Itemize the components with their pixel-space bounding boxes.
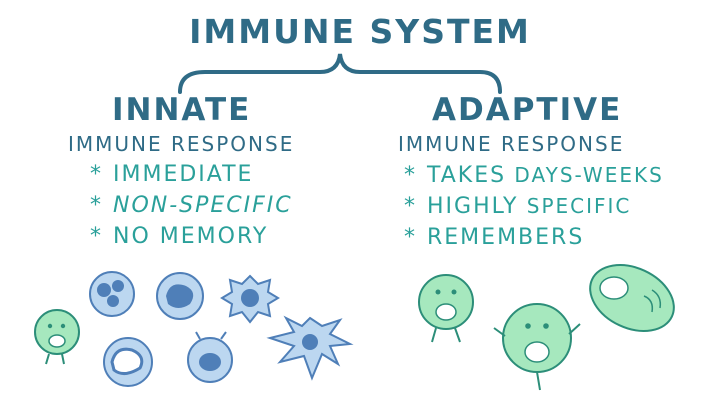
bullet-star: * <box>90 162 103 187</box>
adaptive-subheading: IMMUNE RESPONSE <box>398 132 625 156</box>
innate-bullet-text: NO MEMORY <box>113 224 269 249</box>
title-bracket <box>178 53 502 94</box>
eosinophil-cell-icon <box>156 272 204 320</box>
basophil-cell-icon <box>187 331 233 383</box>
bullet-star: * <box>404 194 417 219</box>
innate-bullet-text: IMMEDIATE <box>113 162 254 187</box>
adaptive-bullet-rest: SPECIFIC <box>518 194 632 218</box>
innate-bullet-2: * NON-SPECIFIC <box>90 193 293 218</box>
bullet-star: * <box>90 193 103 218</box>
adaptive-bullet-rest: DAYS-WEEKS <box>506 163 664 187</box>
innate-bullet-1: * IMMEDIATE <box>90 162 253 187</box>
adaptive-bullet-bold: HIGHLY <box>427 194 519 219</box>
t-cell-icon <box>493 303 581 391</box>
bullet-star: * <box>404 225 417 250</box>
adaptive-heading: ADAPTIVE <box>432 92 623 128</box>
green-cell-small-icon <box>34 309 80 365</box>
innate-bullet-3: * NO MEMORY <box>90 224 268 249</box>
innate-heading: INNATE <box>112 92 252 128</box>
adaptive-bullet-1: * TAKES DAYS-WEEKS <box>404 163 664 188</box>
adaptive-bullet-bold: REMEMBERS <box>427 225 585 250</box>
bullet-star: * <box>404 163 417 188</box>
dendritic-cell-icon <box>266 315 354 381</box>
adaptive-bullet-3: * REMEMBERS <box>404 225 584 250</box>
neutrophil-cell-icon <box>89 271 135 317</box>
plasma-cell-icon <box>589 264 675 332</box>
innate-subheading: IMMUNE RESPONSE <box>68 132 295 156</box>
spiky-cell-icon <box>220 274 280 324</box>
bullet-star: * <box>90 224 103 249</box>
adaptive-bullet-bold: TAKES <box>427 163 507 188</box>
monocyte-cell-icon <box>103 337 153 387</box>
adaptive-bullet-2: * HIGHLY SPECIFIC <box>404 194 631 219</box>
page-title: IMMUNE SYSTEM <box>189 12 531 51</box>
innate-bullet-text: NON-SPECIFIC <box>113 193 293 218</box>
b-cell-icon <box>418 274 474 343</box>
